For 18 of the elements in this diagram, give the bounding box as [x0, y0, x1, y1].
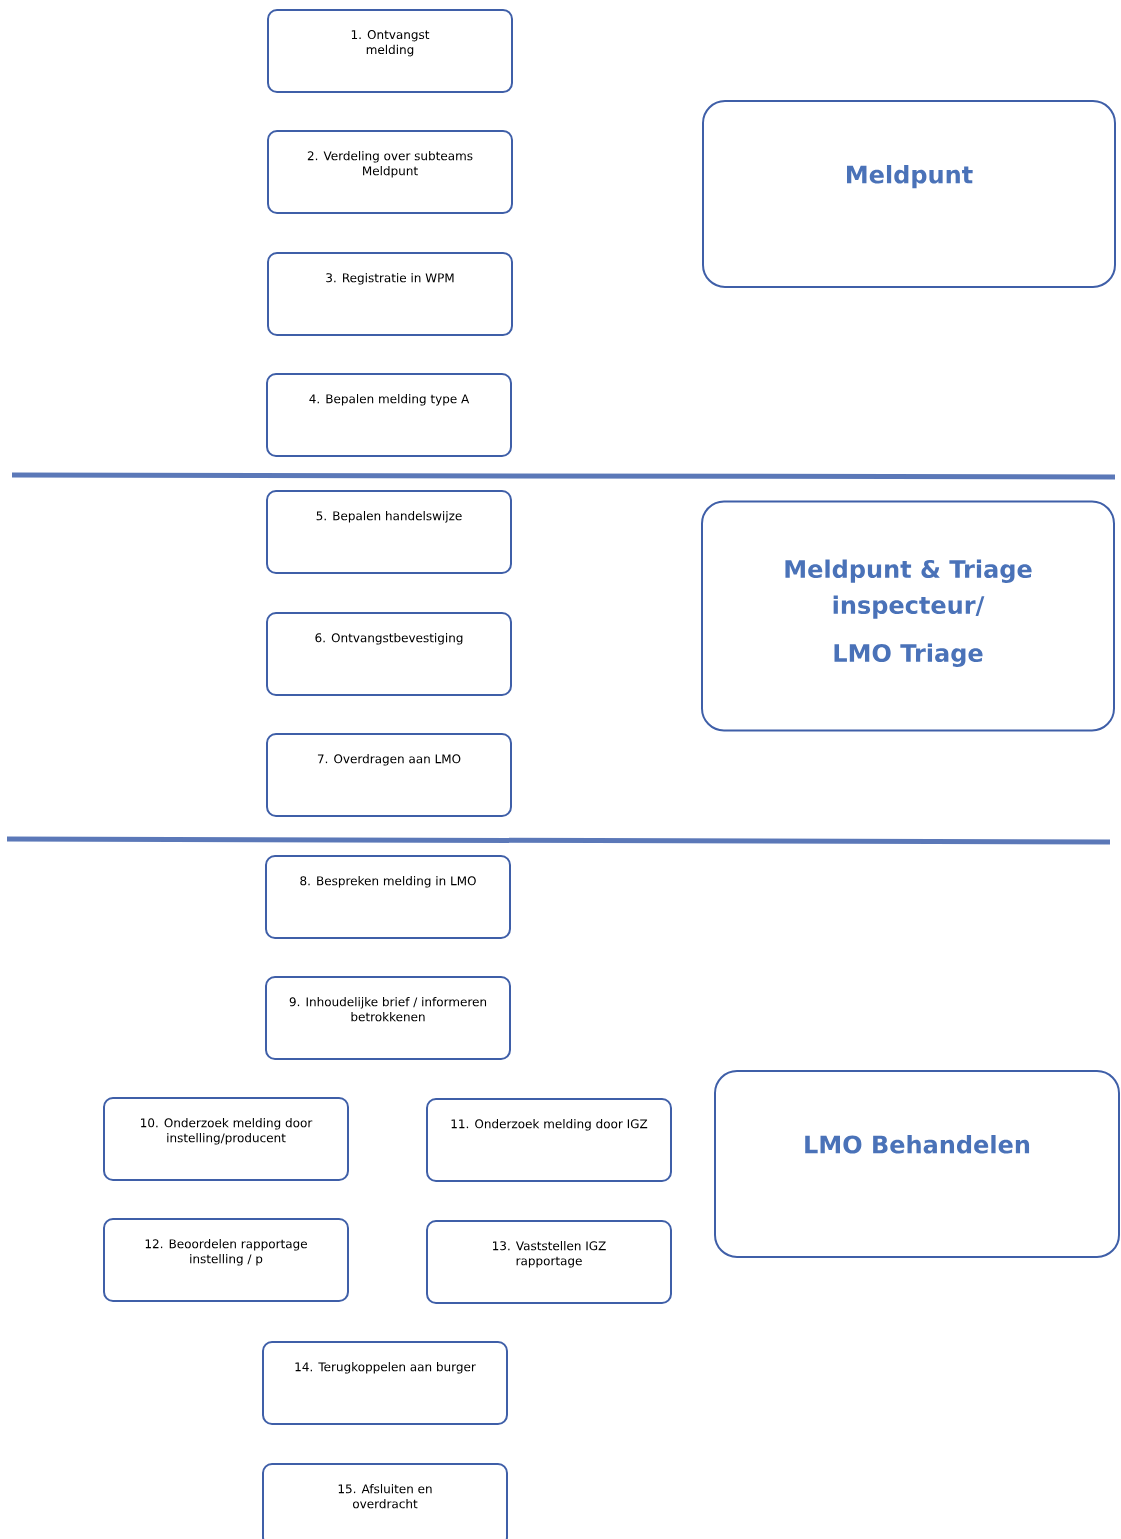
- section-box: Meldpunt & Triage inspecteur/ LMO Triage: [701, 500, 1115, 732]
- step-box: 4. Bepalen melding type A: [266, 373, 512, 457]
- step-box: 15. Afsluiten en overdracht: [262, 1463, 508, 1539]
- step-box: 13. Vaststellen IGZ rapportage: [426, 1220, 672, 1304]
- step-box: 2. Verdeling over subteams Meldpunt: [267, 130, 513, 214]
- step-box: 10. Onderzoek melding door instelling/producent: [103, 1097, 349, 1181]
- step-box: 1. Ontvangst melding: [267, 9, 513, 93]
- section-box: Meldpunt: [702, 100, 1116, 288]
- step-box: 14. Terugkoppelen aan burger: [262, 1341, 508, 1425]
- step-box: 12. Beoordelen rapportage instelling / p: [103, 1218, 349, 1302]
- step-box: 3. Registratie in WPM: [267, 252, 513, 336]
- step-box: 6. Ontvangstbevestiging: [266, 612, 512, 696]
- step-box: 5. Bepalen handelswijze: [266, 490, 512, 574]
- step-box: 11. Onderzoek melding door IGZ: [426, 1098, 672, 1182]
- step-box: 8. Bespreken melding in LMO: [265, 855, 511, 939]
- step-box: 7. Overdragen aan LMO: [266, 733, 512, 817]
- section-box: LMO Behandelen: [714, 1070, 1120, 1258]
- step-box: 9. Inhoudelijke brief / informeren betrokkenen: [265, 976, 511, 1060]
